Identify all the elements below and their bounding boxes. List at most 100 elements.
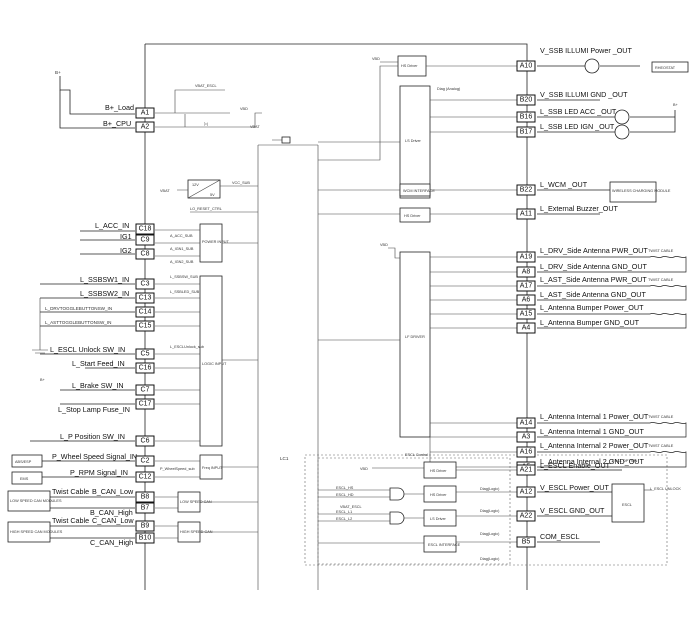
left-pin-label: C7 [141,387,150,394]
twist-cable-2-label: Twist Cable [52,516,89,525]
power-input-wires [155,229,258,257]
right-pin-label: B20 [520,97,533,104]
high-speed-can-label: HIGH SPEED CAN [180,530,213,534]
left-pin-label: C14 [139,309,152,316]
high-speed-can-modules-label: HIGH SPEED CAN MODULES [10,530,63,534]
ssb-led-ign-label: L_SSB LED IGN _OUT [540,122,615,131]
right-pin-box [516,486,536,498]
ast-antenna-coil [649,285,687,301]
lf-driver-wires [318,247,517,438]
ast-ant-pwr-label: L_AST_Side Antenna PWR_OUT [540,275,647,284]
com-escl-label: COM_ESCL [540,532,580,541]
a-ign1-label: A_IGN1_SUB [170,247,194,251]
left-pin-box [135,278,155,290]
right-pin-box [516,510,536,522]
escl-box-label: ESCL [622,503,632,507]
left-pin-label: C5 [141,351,150,358]
lf-driver-label: LF DRIVER [405,335,425,339]
right-pin-label: A8 [522,269,531,276]
left-pin-label: C16 [139,365,152,372]
and-gate-wires [318,489,424,522]
brake-label: L_Brake SW_IN [72,381,124,390]
stop-lamp-label: L_Stop Lamp Fuse_IN [58,405,130,414]
escl1-wires [372,467,517,471]
left-pin-label: C17 [139,401,152,408]
vbd-top-label: VBD [372,57,380,61]
left-pin-box [135,248,155,260]
right-pin-label: A16 [520,449,533,456]
right-pin-label: B16 [520,114,533,121]
right-led-wires [537,65,676,133]
left-pin-box [135,435,155,447]
p-position-label: L_P Position SW_IN [60,432,125,441]
bcan-high-label: B_CAN_High [90,508,133,517]
ssbsw1-label: L_SSBSW1_IN [80,275,129,284]
abs-esp-label: ABS/ESP [15,460,32,464]
left-pin-label: C3 [141,281,150,288]
logic-input-block [199,275,223,447]
drvtoggle-label: L_DRVTOGGLEBUTTONSW_IN [45,306,112,311]
right-pin-box [516,251,536,263]
rheostat-box [651,61,689,73]
left-pin-label: C13 [139,295,152,302]
right-pin-box [516,126,536,138]
ls-driver-label: LS Driver [405,139,422,143]
ig2-label: IG2 [120,246,132,255]
int1-gnd-label: L_Antenna Internal 1 GND_OUT [540,427,644,436]
left-pin-box [135,455,155,467]
right-pin-label: A12 [520,489,533,496]
ext-buzzer-label: L_External Buzzer_OUT [540,204,619,213]
right-pin-box [516,308,536,320]
ems-label: EMS [20,477,29,481]
acc-in-label: L_ACC_IN [95,221,129,230]
int2-antenna-coil [649,451,687,468]
a-ign2-label: A_IGN2_SUB [170,260,194,264]
left-pin-label: C8 [141,251,150,258]
escl-hs-label: ESCL_HS [336,486,354,490]
regulator-12v: 12V [192,183,199,187]
ccan-low-label: C_CAN_Low [92,516,134,525]
right-pin-label: A15 [520,311,533,318]
int2-gnd-label: L_Antenna Internal 2 GND_OUT [540,457,644,466]
ls-driver-block [399,85,431,199]
bplus-load-label: B+_Load [105,103,134,112]
drv-ant-pwr-label: L_DRV_Side Antenna PWR_OUT [540,246,648,255]
rheostat-label: RHEOSTAT [655,66,676,70]
and-gate-1 [389,487,405,501]
left-pin-box [135,223,155,235]
regulator-wires [177,185,258,213]
start-feed-label: L_Start Feed_IN [72,359,125,368]
left-pin-box [135,398,155,410]
right-pin-box [516,536,536,548]
drv-ant-gnd-label: L_DRV_Side Antenna GND_OUT [540,262,648,271]
regulator-5v: 5V [210,193,215,197]
wcm-buzzer-wires [537,189,610,215]
right-pin-box [516,294,536,306]
diag-logic3: Diag(Logic) [480,532,500,536]
escl-unlock-out-label: L_ESCL UNLOCK [650,487,681,491]
left-pin-box [135,348,155,360]
bplus-right-label: B+ [673,103,679,107]
switch-wires [30,283,135,478]
right-pin-label: A21 [520,467,533,474]
escl-box [611,483,645,523]
left-pin-group: A1A2C18C9C8C3C13C14C15C5C16C7C17C6C2C12B… [135,107,155,544]
escl-external-wires [537,469,622,543]
right-pin-box [516,280,536,292]
ssbsw-sub-label: L_SSBSW_SUB [170,275,198,279]
escl-option-label: ESCL OPTION [612,459,638,463]
bumper-pwr-label: L_Antenna Bumper Power_OUT [540,303,644,312]
left-pin-label: B10 [139,535,152,542]
left-pin-box [135,362,155,374]
right-pin-box [516,60,536,72]
ssbsw2-label: L_SSBSW2_IN [80,289,129,298]
ems-box [11,471,43,485]
int1-antenna-coil [649,422,687,438]
twist-cable-2: TWIST CABLE [648,278,674,282]
lf-driver-block [399,251,431,438]
right-pin-box [516,94,536,106]
left-pin-box [135,292,155,304]
diag-logic2: Diag(Logic) [480,509,500,513]
logic-input-wires [155,283,258,442]
